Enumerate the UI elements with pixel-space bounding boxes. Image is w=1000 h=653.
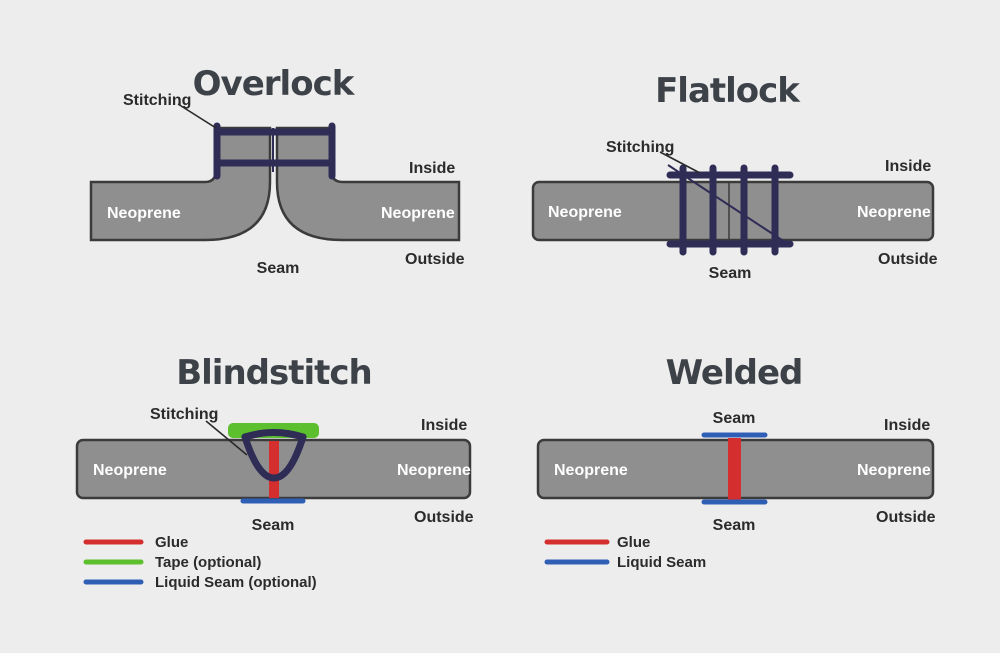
- legend-label-liquid-seam: Liquid Seam: [617, 554, 706, 571]
- blindstitch-stitching-label: Stitching: [150, 406, 218, 423]
- blindstitch-title: Blindstitch: [176, 353, 372, 393]
- flatlock-neoprene-strip: [531, 180, 935, 242]
- legend-item-liquid-seam: Liquid Seam (optional): [83, 574, 317, 591]
- legend-label-tape: Tape (optional): [155, 554, 261, 571]
- blindstitch-panel: Blindstitch Stitching Neoprene Neoprene …: [75, 353, 474, 591]
- welded-glue-joint: [728, 438, 741, 500]
- blindstitch-stitching-loop: [241, 429, 307, 482]
- overlock-inside-label: Inside: [409, 160, 455, 177]
- legend-item-liquid-seam: Liquid Seam: [544, 554, 706, 571]
- flatlock-seam-label: Seam: [709, 265, 752, 282]
- flatlock-title: Flatlock: [655, 71, 801, 111]
- welded-neoprene-left-label: Neoprene: [554, 462, 628, 479]
- overlock-stitching-label: Stitching: [123, 92, 191, 109]
- overlock-stitching-leader: [177, 103, 217, 129]
- flatlock-stitching-leader: [659, 151, 701, 174]
- flatlock-neoprene-right-label: Neoprene: [857, 204, 931, 221]
- overlock-stitching-loops: [213, 122, 336, 180]
- legend-item-glue: Glue: [83, 534, 188, 551]
- blindstitch-glue-joint: [269, 441, 279, 498]
- welded-neoprene-right-label: Neoprene: [857, 462, 931, 479]
- overlock-outside-label: Outside: [405, 251, 465, 268]
- overlock-title: Overlock: [193, 64, 356, 104]
- flatlock-inside-label: Inside: [885, 158, 931, 175]
- flatlock-panel: Flatlock Stitching Neoprene Neoprene Ins…: [531, 71, 938, 282]
- blindstitch-inside-label: Inside: [421, 417, 467, 434]
- welded-inside-label: Inside: [884, 417, 930, 434]
- flatlock-outside-label: Outside: [878, 251, 938, 268]
- overlock-neoprene-left-label: Neoprene: [107, 205, 181, 222]
- legend-label-glue: Glue: [617, 534, 650, 551]
- blindstitch-neoprene-left-label: Neoprene: [93, 462, 167, 479]
- blindstitch-stitching-leader: [205, 420, 248, 456]
- welded-legend: Glue Liquid Seam: [544, 534, 706, 571]
- welded-title: Welded: [666, 353, 803, 393]
- blindstitch-outside-label: Outside: [414, 509, 474, 526]
- overlock-neoprene-right: [275, 126, 461, 242]
- flatlock-neoprene-left-label: Neoprene: [548, 204, 622, 221]
- overlock-panel: Overlock Stitching Neoprene Neoprene Ins…: [89, 64, 465, 277]
- blindstitch-seam-label: Seam: [252, 517, 295, 534]
- welded-seam-bottom-label: Seam: [713, 517, 756, 534]
- flatlock-stitching-grid: [666, 164, 794, 256]
- overlock-seam-label: Seam: [257, 260, 300, 277]
- legend-label-glue: Glue: [155, 534, 188, 551]
- welded-panel: Welded Seam Seam Neoprene Neoprene Insid…: [536, 353, 936, 571]
- overlock-neoprene-left: [89, 126, 272, 242]
- flatlock-stitching-label: Stitching: [606, 139, 674, 156]
- legend-item-tape: Tape (optional): [83, 554, 261, 571]
- welded-seam-top-label: Seam: [713, 410, 756, 427]
- blindstitch-neoprene-right-label: Neoprene: [397, 462, 471, 479]
- welded-outside-label: Outside: [876, 509, 936, 526]
- legend-item-glue: Glue: [544, 534, 650, 551]
- legend-label-liquid-seam: Liquid Seam (optional): [155, 574, 317, 591]
- blindstitch-legend: Glue Tape (optional) Liquid Seam (option…: [83, 534, 317, 591]
- overlock-neoprene-right-label: Neoprene: [381, 205, 455, 222]
